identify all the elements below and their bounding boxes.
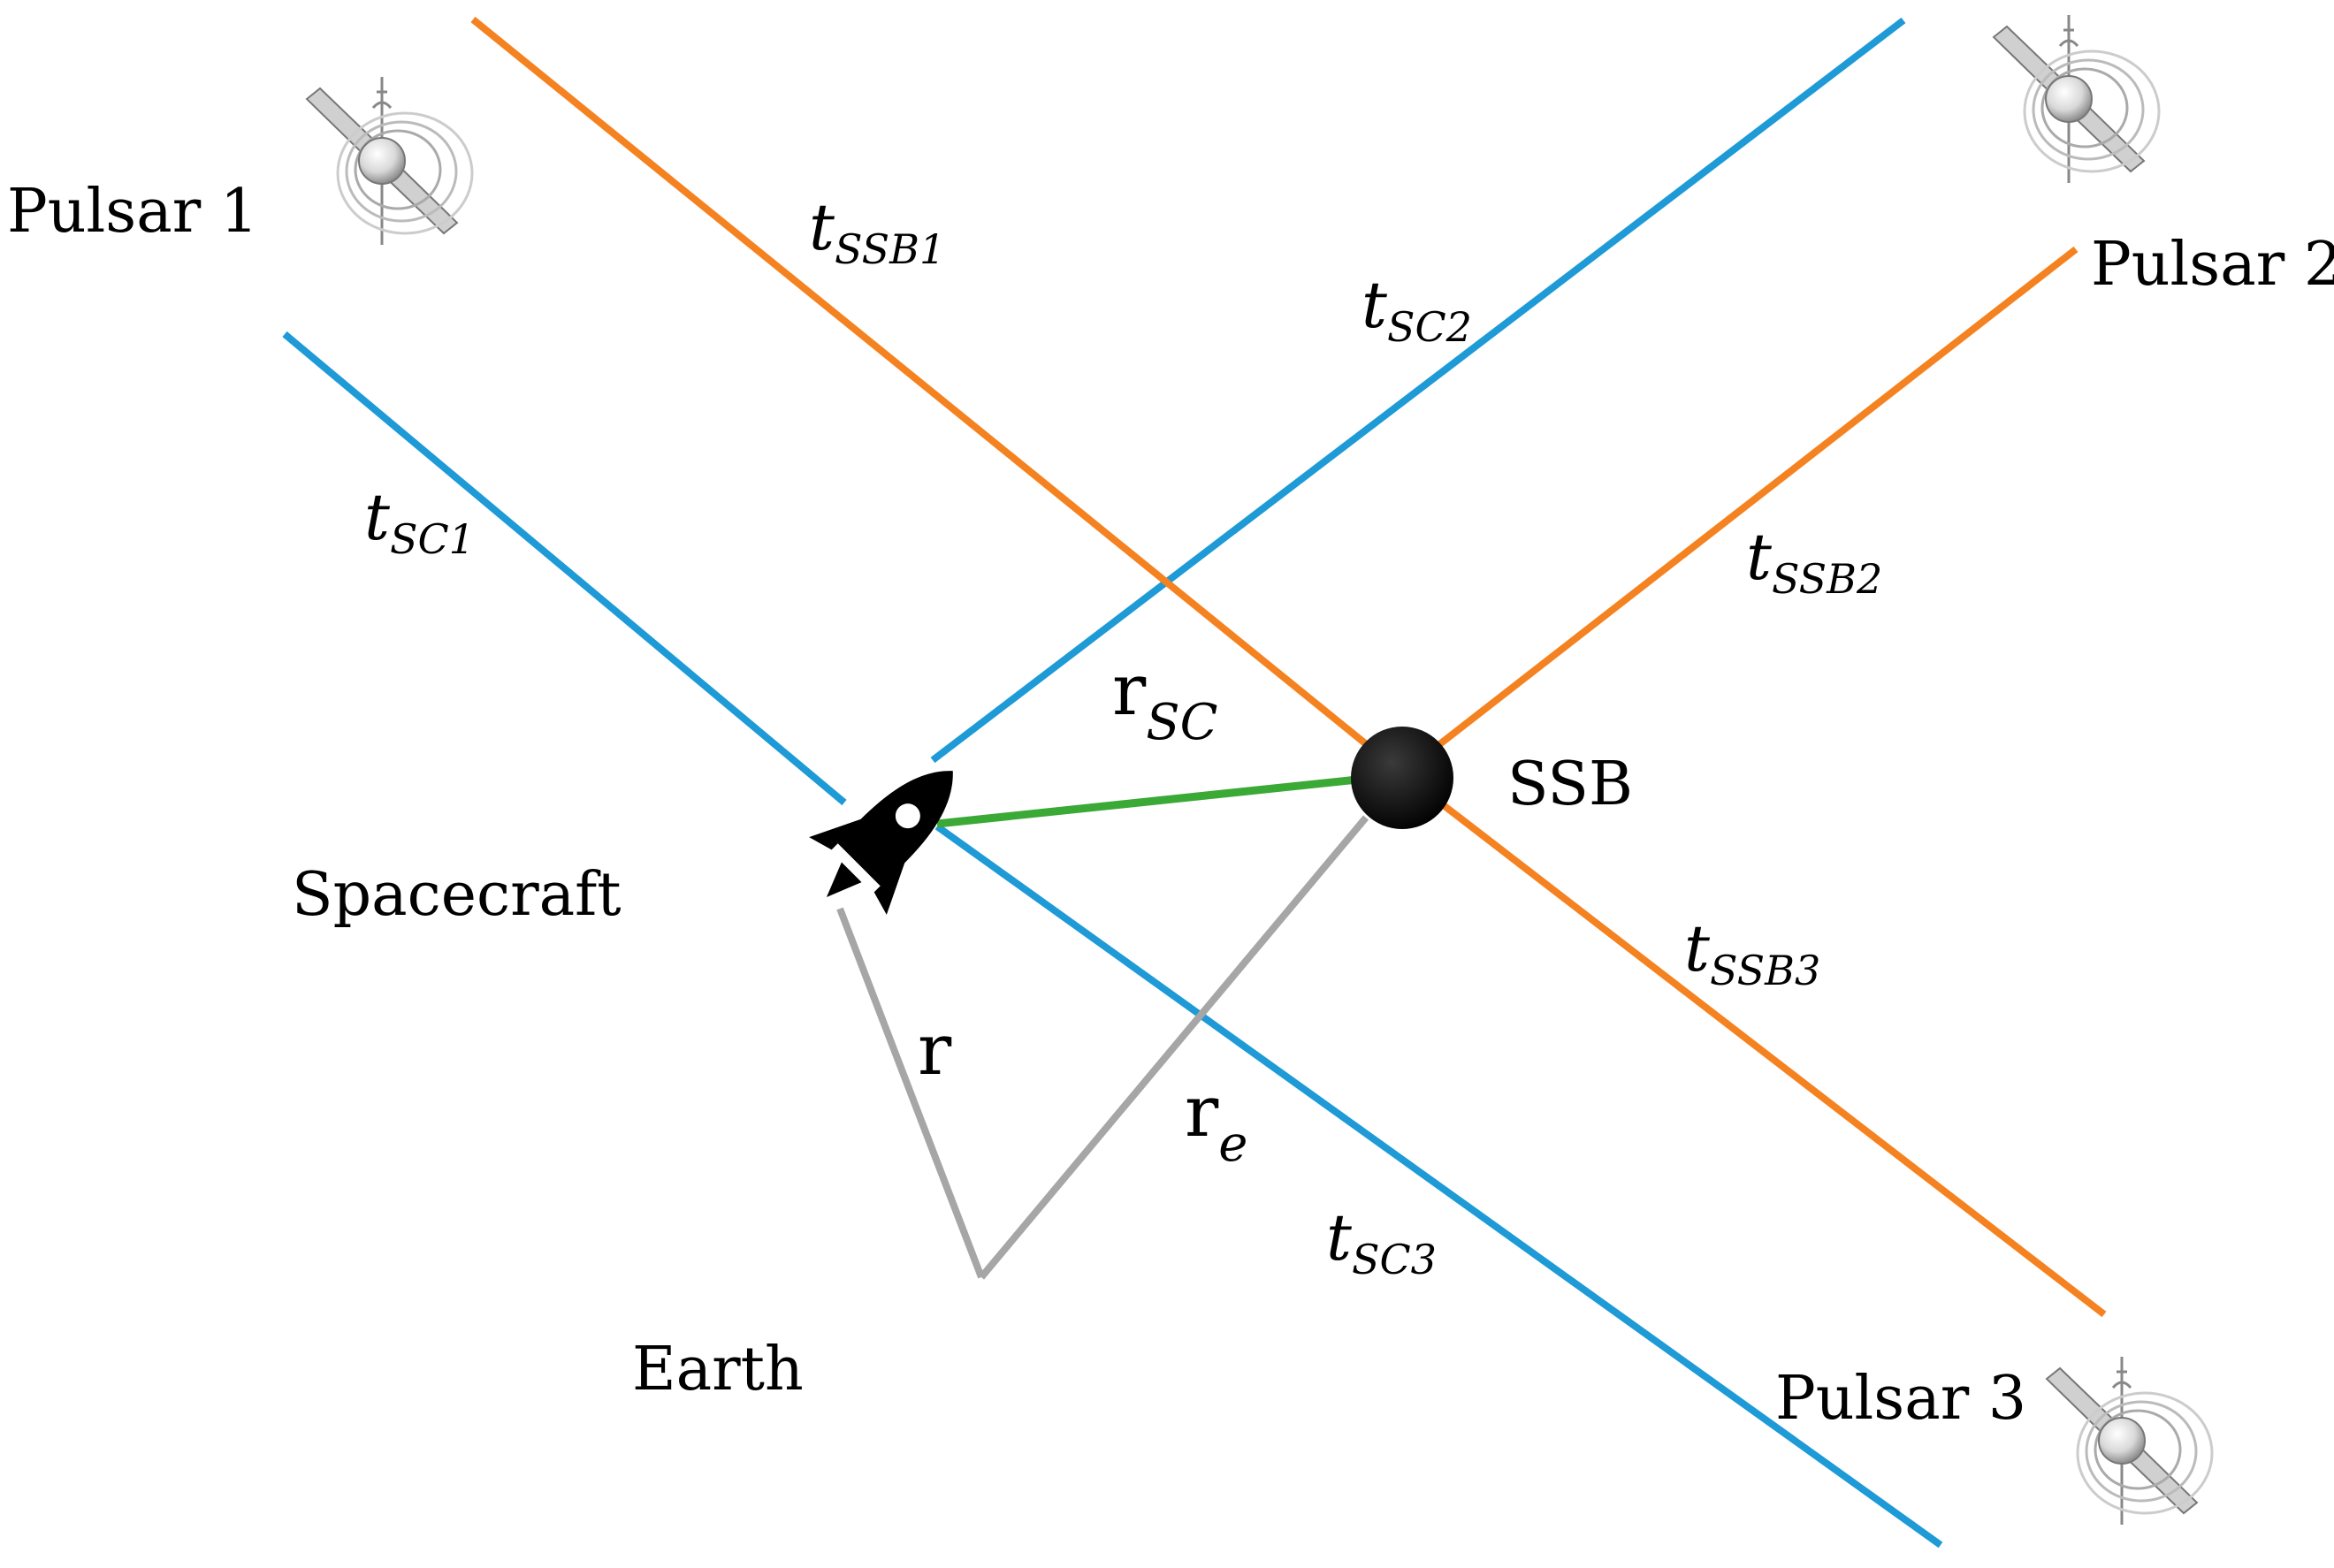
ssb-dot-icon: [1351, 727, 1453, 829]
pulsar3-label: Pulsar 3: [1775, 1364, 2026, 1434]
ssb-label: SSB: [1507, 750, 1633, 819]
rocket-icon: [809, 771, 953, 915]
tssb2-base: t: [1746, 520, 1773, 594]
tssb3-label: tSSB3: [1684, 911, 1820, 994]
tsc2-sub: SC2: [1387, 303, 1472, 351]
earth-label: Earth: [632, 1335, 804, 1404]
tsc1-sub: SC1: [390, 515, 475, 563]
tsc2-label: tSC2: [1362, 268, 1472, 351]
tsc2-base: t: [1362, 268, 1388, 342]
tsc1-label: tSC1: [364, 480, 475, 563]
vector-rsc: [936, 774, 1367, 828]
rsc-sub: SC: [1146, 694, 1217, 751]
pulsar1-label: Pulsar 1: [7, 177, 258, 247]
r-label: r: [918, 1009, 952, 1091]
tsc1-base: t: [364, 480, 391, 554]
tsc3-base: t: [1326, 1200, 1353, 1275]
line-tssb1: [470, 16, 1405, 777]
tssb1-sub: SSB1: [835, 225, 945, 273]
spacecraft-label: Spacecraft: [292, 860, 622, 930]
pulsar2-label: Pulsar 2: [2091, 230, 2334, 300]
line-tsc3: [934, 823, 1943, 1549]
line-tsc1: [282, 331, 847, 806]
line-tssb3: [1400, 770, 2107, 1318]
re-base: r: [1185, 1070, 1219, 1153]
line-tsc2: [930, 17, 1906, 764]
re-sub: e: [1218, 1115, 1247, 1173]
rsc-base: r: [1112, 649, 1147, 731]
vector-re: [978, 815, 1369, 1280]
tsc3-sub: SC3: [1352, 1236, 1437, 1283]
vector-r: [836, 907, 985, 1279]
tssb2-label: tSSB2: [1746, 520, 1882, 603]
tssb1-label: tSSB1: [809, 190, 945, 273]
tssb2-sub: SSB2: [1772, 555, 1882, 603]
line-tssb2: [1400, 246, 2078, 777]
tssb3-base: t: [1684, 911, 1711, 986]
tssb1-base: t: [809, 190, 835, 264]
re-label: re: [1185, 1070, 1247, 1173]
pulsar-icon: [1992, 13, 2161, 185]
pulsar-icon: [2045, 1355, 2214, 1526]
tsc3-label: tSC3: [1326, 1200, 1437, 1283]
tssb3-sub: SSB3: [1710, 947, 1820, 994]
pulsar-icon: [305, 75, 474, 247]
rsc-label: rSC: [1112, 649, 1217, 751]
